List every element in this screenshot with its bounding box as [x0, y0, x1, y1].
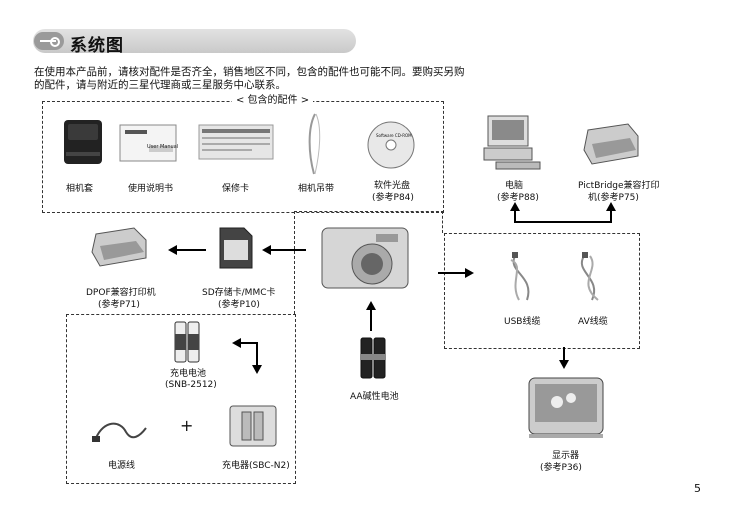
tv-monitor-label: 显示器 [552, 451, 580, 461]
battery-charger-image [229, 405, 277, 447]
camera-strap-label: 相机吊带 [298, 184, 335, 194]
av-cable-label: AV线缆 [578, 317, 608, 327]
user-manual-image [119, 124, 177, 162]
user-manual-cover-text: User Manual [147, 144, 179, 150]
page-number: 5 [694, 482, 701, 495]
software-cd-label: 软件光盘 [374, 181, 411, 191]
sd-card-label: SD存储卡/MMC卡 [202, 288, 276, 298]
power-box [66, 314, 296, 484]
digital-camera-image [321, 227, 409, 289]
included-items-title: < 包含的配件 > [232, 95, 314, 107]
power-cord-label: 电源线 [108, 461, 136, 471]
software-cd-ref: (参考P84) [372, 193, 414, 203]
intro-text-line-2: 的配件，请与附近的三星代理商或三星服务中心联系。 [34, 79, 286, 91]
camera-case-image [64, 120, 102, 164]
aa-battery-image [360, 337, 386, 379]
rechargeable-battery-model: (SNB-2512) [165, 380, 217, 390]
battery-charger-label: 充电器(SBC-N2) [222, 461, 290, 471]
user-manual-label: 使用说明书 [128, 184, 174, 194]
dpof-printer-ref: (参考P71) [98, 300, 140, 310]
usb-cable-label: USB线缆 [504, 317, 541, 327]
software-cd-image [367, 121, 415, 169]
computer-image [483, 115, 541, 170]
power-cord-image [92, 422, 147, 442]
software-cd-text: Software CD-ROM [376, 133, 412, 138]
warranty-card-label: 保修卡 [222, 184, 250, 194]
usb-cable-image [510, 252, 530, 301]
section-header-icon [34, 32, 64, 50]
av-cable-image [580, 252, 599, 301]
computer-label: 电脑 [505, 181, 524, 191]
dpof-printer-label: DPOF兼容打印机 [86, 288, 156, 298]
computer-ref: (参考P88) [497, 192, 539, 204]
plus-sign: + [180, 416, 194, 435]
cable-box [444, 233, 640, 349]
intro-text-line-1: 在使用本产品前，请核对配件是否齐全，销售地区不同，包含的配件也可能不同。要购买另… [34, 66, 465, 78]
dpof-printer-image [91, 227, 147, 267]
tv-monitor-image [528, 377, 604, 438]
sd-card-ref: (参考P10) [218, 300, 260, 310]
warranty-card-image [198, 124, 274, 160]
pictbridge-printer-label: PictBridge兼容打印 [578, 181, 660, 191]
camera-strap-image [308, 113, 321, 175]
tv-monitor-ref: (参考P36) [540, 463, 582, 473]
rechargeable-battery-label: 充电电池 [170, 369, 207, 379]
sd-card-image [219, 227, 253, 269]
section-header-bar [33, 29, 356, 53]
pictbridge-printer-image [583, 123, 639, 165]
rechargeable-battery-image [174, 321, 200, 363]
pictbridge-printer-ref: 机(参考P75) [588, 192, 639, 204]
page-title: 系统图 [70, 36, 124, 56]
camera-case-label: 相机套 [66, 184, 94, 194]
aa-battery-label: AA碱性电池 [350, 392, 399, 402]
